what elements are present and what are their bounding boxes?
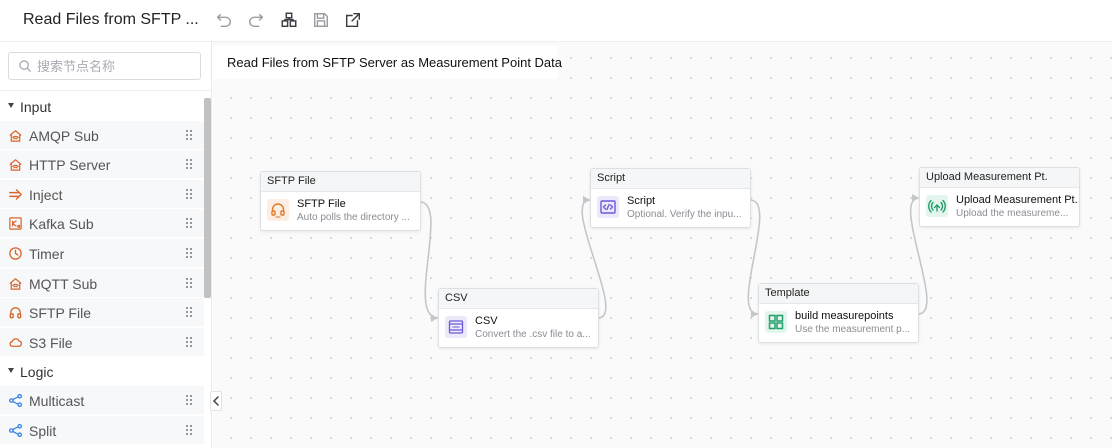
flow-structure-icon[interactable] — [278, 9, 300, 31]
share-icon — [8, 423, 23, 438]
sftp-icon — [267, 199, 289, 221]
drag-handle-icon[interactable] — [185, 394, 193, 406]
headset-icon — [9, 307, 22, 319]
node-header: Script — [591, 169, 750, 189]
drag-handle-icon[interactable] — [185, 217, 193, 229]
node-palette-sidebar: Input AMQP Sub HTTP Server Inject Kafka … — [0, 42, 212, 448]
sidebar-item-kafka-sub[interactable]: Kafka Sub — [0, 209, 204, 237]
sidebar-item-http-server[interactable]: HTTP Server — [0, 150, 204, 178]
clock-icon — [9, 247, 22, 260]
code-icon — [597, 196, 619, 218]
node-header: Upload Measurement Pt. — [920, 168, 1079, 188]
flow-node-sftp-file[interactable]: SFTP File SFTP File Auto polls the direc… — [260, 171, 421, 231]
node-header: CSV — [439, 289, 598, 309]
drag-handle-icon[interactable] — [185, 158, 193, 170]
save-icon[interactable] — [310, 9, 332, 31]
sidebar-item-label: Inject — [29, 187, 63, 203]
drag-handle-icon[interactable] — [185, 129, 193, 141]
node-body: CSV Convert the .csv file to a... — [439, 309, 598, 347]
chevron-left-icon — [212, 396, 219, 406]
flow-node-script[interactable]: Script Script Optional. Verify the inpu.… — [590, 168, 751, 228]
sidebar-item-inject[interactable]: Inject — [0, 180, 204, 208]
node-name: build measurepoints — [795, 310, 894, 322]
sidebar-item-multicast[interactable]: Multicast — [0, 386, 204, 414]
node-body: Script Optional. Verify the inpu... — [591, 189, 750, 227]
node-body: build measurepoints Use the measurement … — [759, 304, 918, 342]
node-header: Template — [759, 284, 918, 304]
sidebar-item-label: SFTP File — [29, 305, 91, 321]
drag-handle-icon[interactable] — [185, 306, 193, 318]
sidebar-item-amqp-sub[interactable]: AMQP Sub — [0, 121, 204, 149]
drag-handle-icon[interactable] — [185, 277, 193, 289]
drag-handle-icon[interactable] — [185, 188, 193, 200]
group-input[interactable]: Input — [0, 92, 204, 120]
cloud-icon — [9, 338, 23, 347]
sidebar-item-label: S3 File — [29, 335, 73, 351]
caret-down-icon — [8, 368, 14, 373]
sidebar-item-timer[interactable]: Timer — [0, 239, 204, 267]
sidebar-item-label: Split — [29, 423, 57, 439]
collapse-sidebar-button[interactable] — [210, 391, 222, 411]
share-icon — [8, 393, 23, 408]
sidebar-item-label: Timer — [29, 246, 65, 262]
node-header: SFTP File — [261, 172, 420, 192]
sidebar-item-sftp-file[interactable]: SFTP File — [0, 298, 204, 326]
canvas-title: Read Files from SFTP Server as Measureme… — [213, 46, 562, 79]
node-description: Convert the .csv file to a... — [475, 329, 591, 340]
group-label: Input — [20, 99, 52, 115]
sidebar-item-label: Multicast — [29, 393, 85, 409]
flow-node-upload-measurement[interactable]: Upload Measurement Pt. Upload Measuremen… — [919, 167, 1080, 227]
flow-node-template[interactable]: Template build measurepoints Use the mea… — [758, 283, 919, 343]
sidebar-item-mqtt-sub[interactable]: MQTT Sub — [0, 269, 204, 297]
node-name: Script — [627, 195, 656, 207]
arrow-right-icon — [9, 189, 22, 200]
undo-icon[interactable] — [213, 9, 235, 31]
kafka-icon — [9, 217, 22, 230]
node-description: Upload the measureme... — [956, 208, 1069, 219]
drag-handle-icon[interactable] — [185, 336, 193, 348]
sidebar-item-label: HTTP Server — [29, 157, 111, 173]
house-signal-icon — [9, 278, 22, 290]
node-description: Use the measurement p... — [795, 324, 911, 335]
flow-title[interactable]: Read Files from SFTP ... — [23, 11, 199, 28]
node-body: Upload Measurement Pt. Upload the measur… — [920, 188, 1079, 226]
caret-down-icon — [8, 103, 14, 108]
node-description: Auto polls the directory ... — [297, 212, 410, 223]
sidebar-item-split[interactable]: Split — [0, 416, 204, 444]
house-signal-icon — [9, 159, 22, 171]
sidebar-item-label: MQTT Sub — [29, 276, 98, 292]
node-body: SFTP File Auto polls the directory ... — [261, 192, 420, 230]
node-search-box[interactable] — [8, 52, 201, 80]
flow-node-csv[interactable]: CSV CSV Convert the .csv file to a... — [438, 288, 599, 348]
sidebar-item-label: Kafka Sub — [29, 216, 94, 232]
search-input[interactable] — [37, 57, 197, 75]
node-description: Optional. Verify the inpu... — [627, 209, 742, 220]
sidebar-item-s3-file[interactable]: S3 File — [0, 328, 204, 356]
redo-icon[interactable] — [245, 9, 267, 31]
group-logic[interactable]: Logic — [0, 357, 204, 385]
external-link-icon[interactable] — [342, 9, 364, 31]
drag-handle-icon[interactable] — [185, 424, 193, 436]
upload-signal-icon — [926, 195, 948, 217]
flow-canvas[interactable] — [213, 42, 1112, 448]
csv-icon — [445, 316, 467, 338]
sidebar-scrollbar[interactable] — [204, 98, 211, 298]
grid-icon — [765, 311, 787, 333]
group-label: Logic — [20, 364, 54, 380]
top-bar: Read Files from SFTP ... — [0, 0, 1112, 42]
sidebar-item-label: AMQP Sub — [29, 128, 99, 144]
sidebar-divider — [0, 90, 212, 91]
search-icon — [19, 60, 31, 72]
node-name: Upload Measurement Pt. — [956, 194, 1078, 206]
drag-handle-icon[interactable] — [185, 247, 193, 259]
node-name: SFTP File — [297, 198, 346, 210]
node-name: CSV — [475, 315, 498, 327]
house-signal-icon — [9, 130, 22, 142]
